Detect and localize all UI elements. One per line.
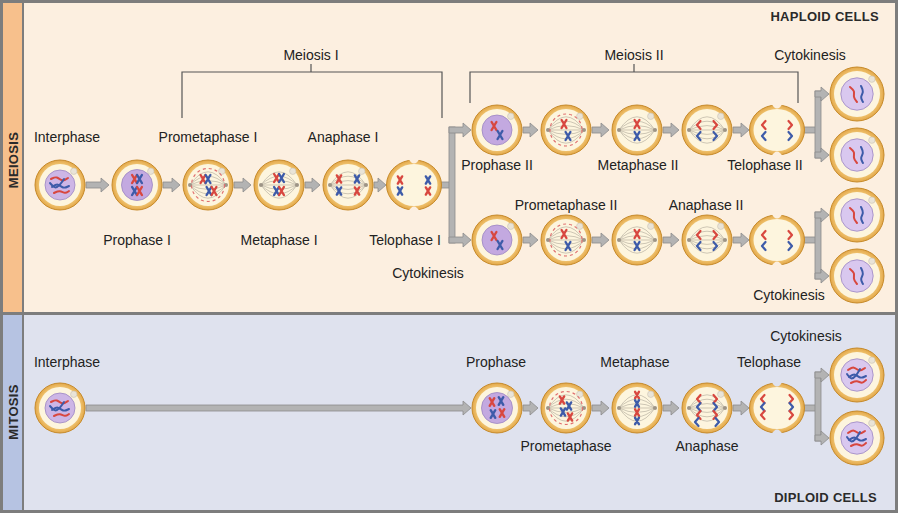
cell-drawing: [750, 213, 805, 267]
flow-arrow: [815, 269, 829, 283]
stage-label: Prophase: [466, 354, 526, 370]
stage-label: Meiosis II: [604, 47, 663, 63]
phase-bracket: [470, 64, 798, 103]
cell-drawing: [682, 383, 732, 433]
cell-drawing: [541, 383, 591, 433]
stage-label: Anaphase: [675, 438, 738, 454]
stage-label: Telophase II: [727, 157, 803, 173]
stage-label: Prophase I: [103, 232, 171, 248]
flow-arrow: [523, 233, 538, 247]
cell-drawing: [112, 160, 162, 210]
cell-drawing: [750, 381, 805, 435]
flow-arrow: [733, 233, 749, 247]
flow-arrow: [733, 123, 749, 137]
cell-drawing: [472, 383, 522, 433]
flow-arrow: [86, 401, 471, 415]
flow-bar: [815, 372, 821, 441]
stage-label: Metaphase: [600, 354, 669, 370]
flow-arrow: [449, 233, 471, 247]
stage-label: Cytokinesis: [753, 287, 825, 303]
band-title: MEIOSIS: [6, 132, 21, 188]
flow-arrow: [86, 178, 109, 192]
cell-drawing: [472, 215, 522, 265]
cell-drawing: [35, 383, 85, 433]
flow-arrow: [592, 123, 609, 137]
flow-arrow: [663, 233, 679, 247]
cell-drawing: [682, 105, 732, 155]
cell-drawing: [612, 215, 662, 265]
flow-arrow: [815, 148, 829, 162]
flow-arrow: [234, 178, 251, 192]
stage-label: Interphase: [34, 129, 100, 145]
stage-label: Cytokinesis: [770, 328, 842, 344]
stage-label: Cytokinesis: [774, 47, 846, 63]
stage-label: Prophase II: [461, 157, 533, 173]
cell-drawing: [830, 128, 884, 182]
cell-drawing: [254, 160, 304, 210]
flow-arrow: [163, 178, 180, 192]
flow-arrow: [449, 123, 471, 137]
stage-label: Telophase I: [369, 232, 441, 248]
flow-arrow: [815, 431, 829, 445]
cell-drawing: [830, 188, 884, 242]
stage-label: Cytokinesis: [392, 265, 464, 281]
cell-drawing: [387, 158, 442, 212]
cell-drawing: [35, 160, 85, 210]
flow-bar: [449, 127, 455, 243]
stage-label: Telophase: [737, 354, 801, 370]
stage-label: Interphase: [34, 354, 100, 370]
cell-drawing: [830, 249, 884, 303]
band-title: MITOSIS: [6, 384, 21, 439]
flow-arrow: [374, 178, 386, 192]
flow-bar: [815, 212, 821, 279]
stage-label: Anaphase I: [308, 129, 379, 145]
cell-drawing: [750, 103, 805, 157]
cell-drawing: [682, 215, 732, 265]
flow-arrow: [815, 208, 829, 222]
band-caption: DIPLOID CELLS: [774, 490, 877, 505]
cell-drawing: [472, 105, 522, 155]
cell-drawing: [323, 160, 373, 210]
stage-label: Prometaphase II: [515, 197, 618, 213]
cell-drawing: [612, 105, 662, 155]
flow-bar: [815, 91, 821, 158]
flow-arrow: [663, 123, 679, 137]
cell-drawing: [612, 383, 662, 433]
stage-label: Anaphase II: [669, 197, 744, 213]
flow-arrow: [733, 401, 749, 415]
flow-arrow: [305, 178, 320, 192]
stage-label: Meiosis I: [283, 47, 338, 63]
flow-arrow: [815, 87, 829, 101]
flow-arrow: [592, 233, 609, 247]
cell-drawing: [830, 411, 884, 465]
flow-arrow: [523, 401, 538, 415]
cell-drawing: [541, 105, 591, 155]
stage-label: Metaphase II: [598, 157, 679, 173]
stage-label: Prometaphase I: [159, 129, 258, 145]
stage-label: Prometaphase: [520, 438, 611, 454]
stage-label: Metaphase I: [240, 232, 317, 248]
flow-arrow: [523, 123, 538, 137]
cell-drawing: [541, 215, 591, 265]
cell-drawing: [830, 348, 884, 402]
band-caption: HAPLOID CELLS: [770, 9, 879, 24]
flow-arrow: [663, 401, 679, 415]
flow-arrow: [592, 401, 609, 415]
cell-drawing: [830, 67, 884, 121]
phase-bracket: [182, 64, 442, 118]
cell-drawing: [183, 160, 233, 210]
flow-arrow: [815, 368, 829, 382]
